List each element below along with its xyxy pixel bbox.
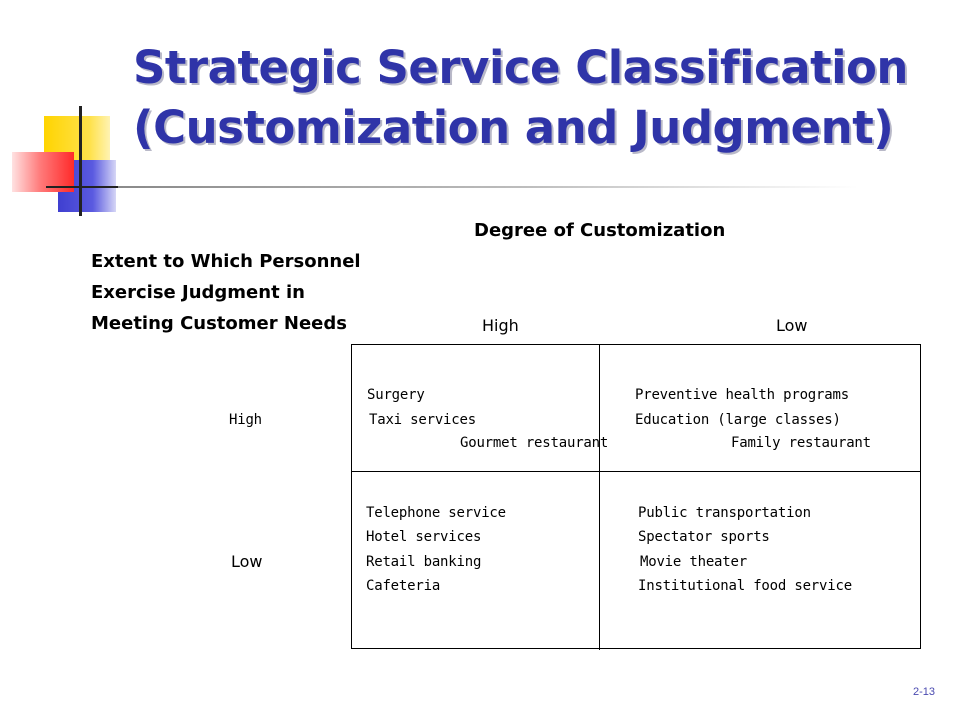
cell-item: Cafeteria xyxy=(366,578,441,594)
decorative-horizontal-line xyxy=(46,186,124,188)
cell-item: Preventive health programs xyxy=(635,387,849,403)
cell-item: Institutional food service xyxy=(638,578,852,594)
column-high-label: High xyxy=(482,316,519,335)
cell-item: Education (large classes) xyxy=(635,412,841,428)
cell-item: Gourmet restaurant xyxy=(460,435,609,451)
title-underline xyxy=(118,186,858,188)
cell-item: Movie theater xyxy=(640,554,747,570)
cell-item: Surgery xyxy=(367,387,425,403)
row-axis-label-line-3: Meeting Customer Needs xyxy=(91,313,347,334)
row-low-label: Low xyxy=(231,552,263,571)
slide-title-line-2: (Customization and Judgment) xyxy=(133,101,894,154)
cell-item: Telephone service xyxy=(366,505,506,521)
slide-number: 2-13 xyxy=(913,686,936,698)
cell-item: Family restaurant xyxy=(731,435,871,451)
cell-item: Spectator sports xyxy=(638,529,770,545)
decorative-red-square xyxy=(12,152,74,192)
row-axis-label-line-2: Exercise Judgment in xyxy=(91,282,305,303)
row-axis-label-line-1: Extent to Which Personnel xyxy=(91,251,361,272)
cell-item: Public transportation xyxy=(638,505,811,521)
column-axis-label: Degree of Customization xyxy=(474,220,726,241)
matrix-vertical-divider xyxy=(599,344,600,650)
column-low-label: Low xyxy=(776,316,808,335)
cell-item: Hotel services xyxy=(366,529,482,545)
decorative-vertical-line xyxy=(79,106,82,216)
matrix-horizontal-divider xyxy=(351,471,920,472)
slide-title: Strategic Service Classification (Custom… xyxy=(133,38,908,158)
cell-item: Taxi services xyxy=(369,412,476,428)
cell-item: Retail banking xyxy=(366,554,482,570)
slide-title-line-1: Strategic Service Classification xyxy=(133,41,908,94)
row-high-label: High xyxy=(229,412,262,428)
classification-matrix xyxy=(351,344,921,649)
